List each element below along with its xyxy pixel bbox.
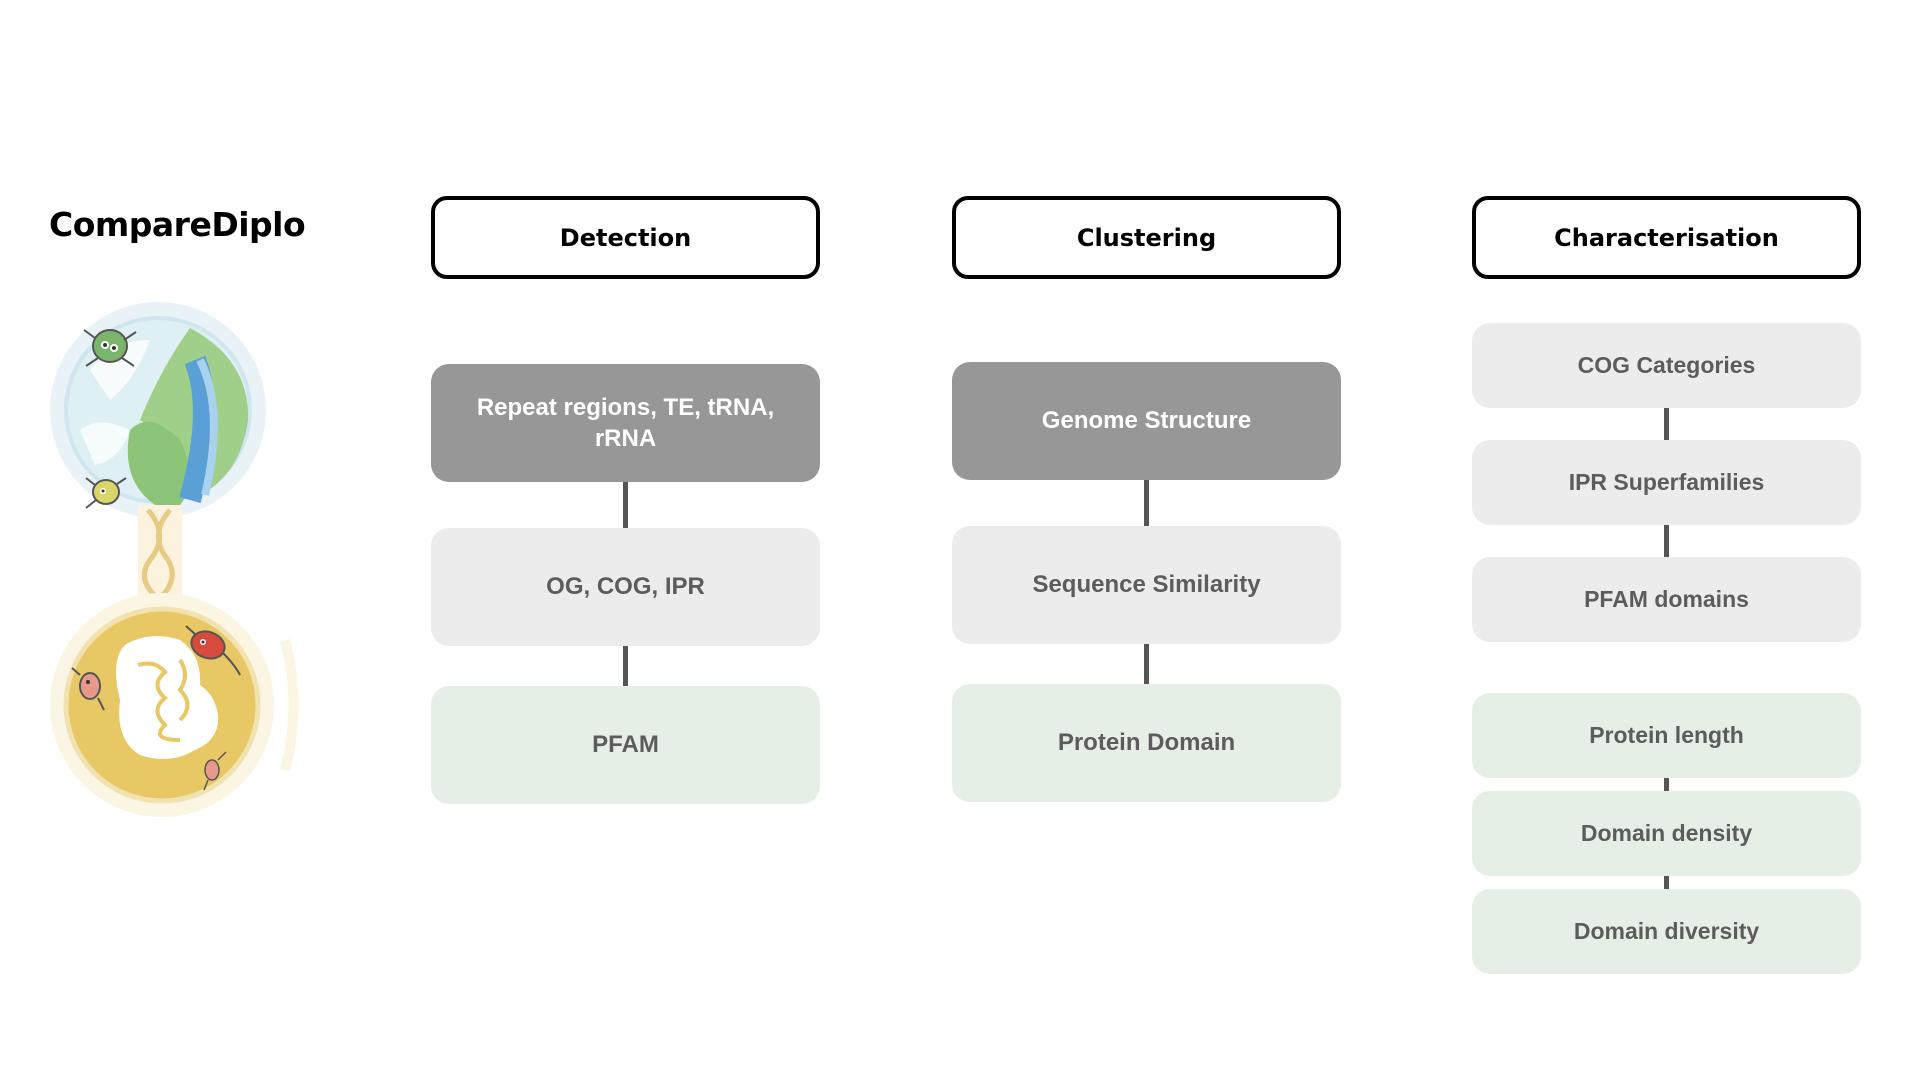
characterisation-header: Characterisation [1472, 196, 1861, 279]
characterisation-box-protein-length: Protein length [1472, 693, 1861, 778]
clustering-connector-1 [1144, 480, 1149, 526]
detection-connector-2 [623, 646, 628, 686]
characterisation-box-pfam-domains: PFAM domains [1472, 557, 1861, 642]
characterisation-box-domain-diversity: Domain diversity [1472, 889, 1861, 974]
clustering-header: Clustering [952, 196, 1341, 279]
microbiome-illustration [50, 302, 299, 817]
characterisation-connector-4 [1664, 876, 1669, 889]
characterisation-connector-3 [1664, 778, 1669, 791]
detection-box-pfam: PFAM [431, 686, 820, 804]
detection-header: Detection [431, 196, 820, 279]
clustering-connector-2 [1144, 644, 1149, 684]
clustering-box-genome-structure: Genome Structure [952, 362, 1341, 480]
clustering-box-sequence-similarity: Sequence Similarity [952, 526, 1341, 644]
characterisation-box-domain-density: Domain density [1472, 791, 1861, 876]
detection-box-repeat-regions: Repeat regions, TE, tRNA, rRNA [431, 364, 820, 482]
characterisation-connector-1 [1664, 408, 1669, 440]
characterisation-connector-2 [1664, 525, 1669, 557]
diagram-title: CompareDiplo [49, 205, 306, 244]
characterisation-box-ipr-superfamilies: IPR Superfamilies [1472, 440, 1861, 525]
clustering-box-protein-domain: Protein Domain [952, 684, 1341, 802]
characterisation-box-cog-categories: COG Categories [1472, 323, 1861, 408]
detection-box-og-cog-ipr: OG, COG, IPR [431, 528, 820, 646]
detection-connector-1 [623, 482, 628, 528]
